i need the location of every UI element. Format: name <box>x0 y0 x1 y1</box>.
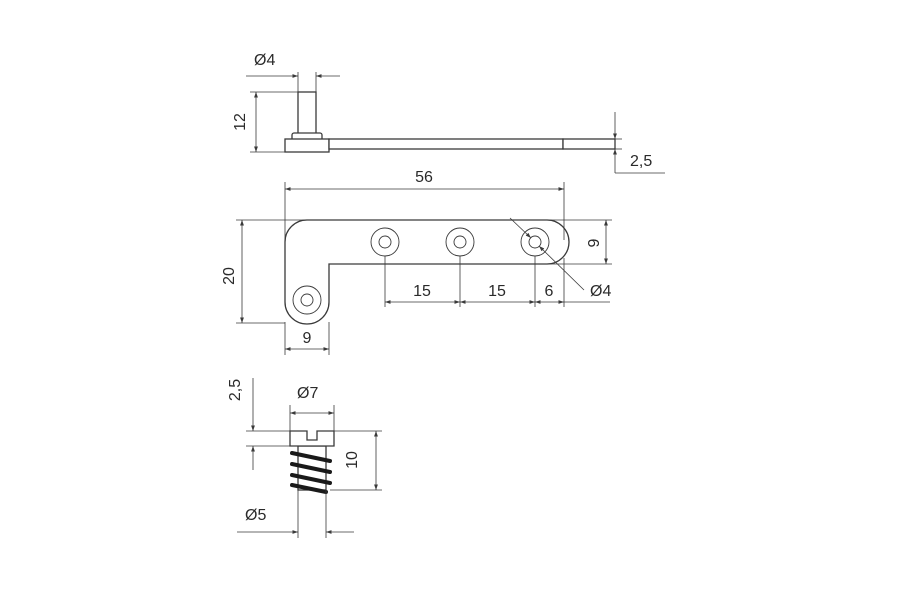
hole-4 <box>292 285 322 315</box>
screw-view: 2,5 Ø7 10 Ø5 <box>227 378 382 538</box>
pin-shape <box>297 91 317 136</box>
pin-diameter-label: Ø4 <box>254 52 275 69</box>
side-plate <box>328 138 564 150</box>
screw-threads <box>290 451 332 494</box>
arm-width-label: 9 <box>586 238 603 247</box>
side-view: Ø4 12 2,5 <box>232 52 665 174</box>
hole-spacing-2-label: 15 <box>488 283 506 300</box>
screw-length-label: 10 <box>344 451 361 469</box>
hole-spacing-1-label: 15 <box>413 283 431 300</box>
thread-diameter-label: Ø5 <box>245 507 266 524</box>
plate-thickness-label: 2,5 <box>630 153 652 170</box>
screw-head <box>289 430 335 447</box>
overall-height-label: 20 <box>221 267 238 285</box>
l-bracket-outline <box>284 219 570 325</box>
pin-base <box>284 138 330 153</box>
bottom-width-label: 9 <box>303 330 312 347</box>
head-height-label: 2,5 <box>227 379 244 401</box>
hole-diameter-label: Ø4 <box>590 283 611 300</box>
side-plate-tip <box>562 138 616 150</box>
overall-length-label: 56 <box>415 169 433 186</box>
end-offset-label: 6 <box>545 283 554 300</box>
pin-height-label: 12 <box>232 113 249 131</box>
head-diameter-label: Ø7 <box>297 385 318 402</box>
top-view: 56 20 9 9 15 15 6 Ø4 <box>221 169 612 355</box>
